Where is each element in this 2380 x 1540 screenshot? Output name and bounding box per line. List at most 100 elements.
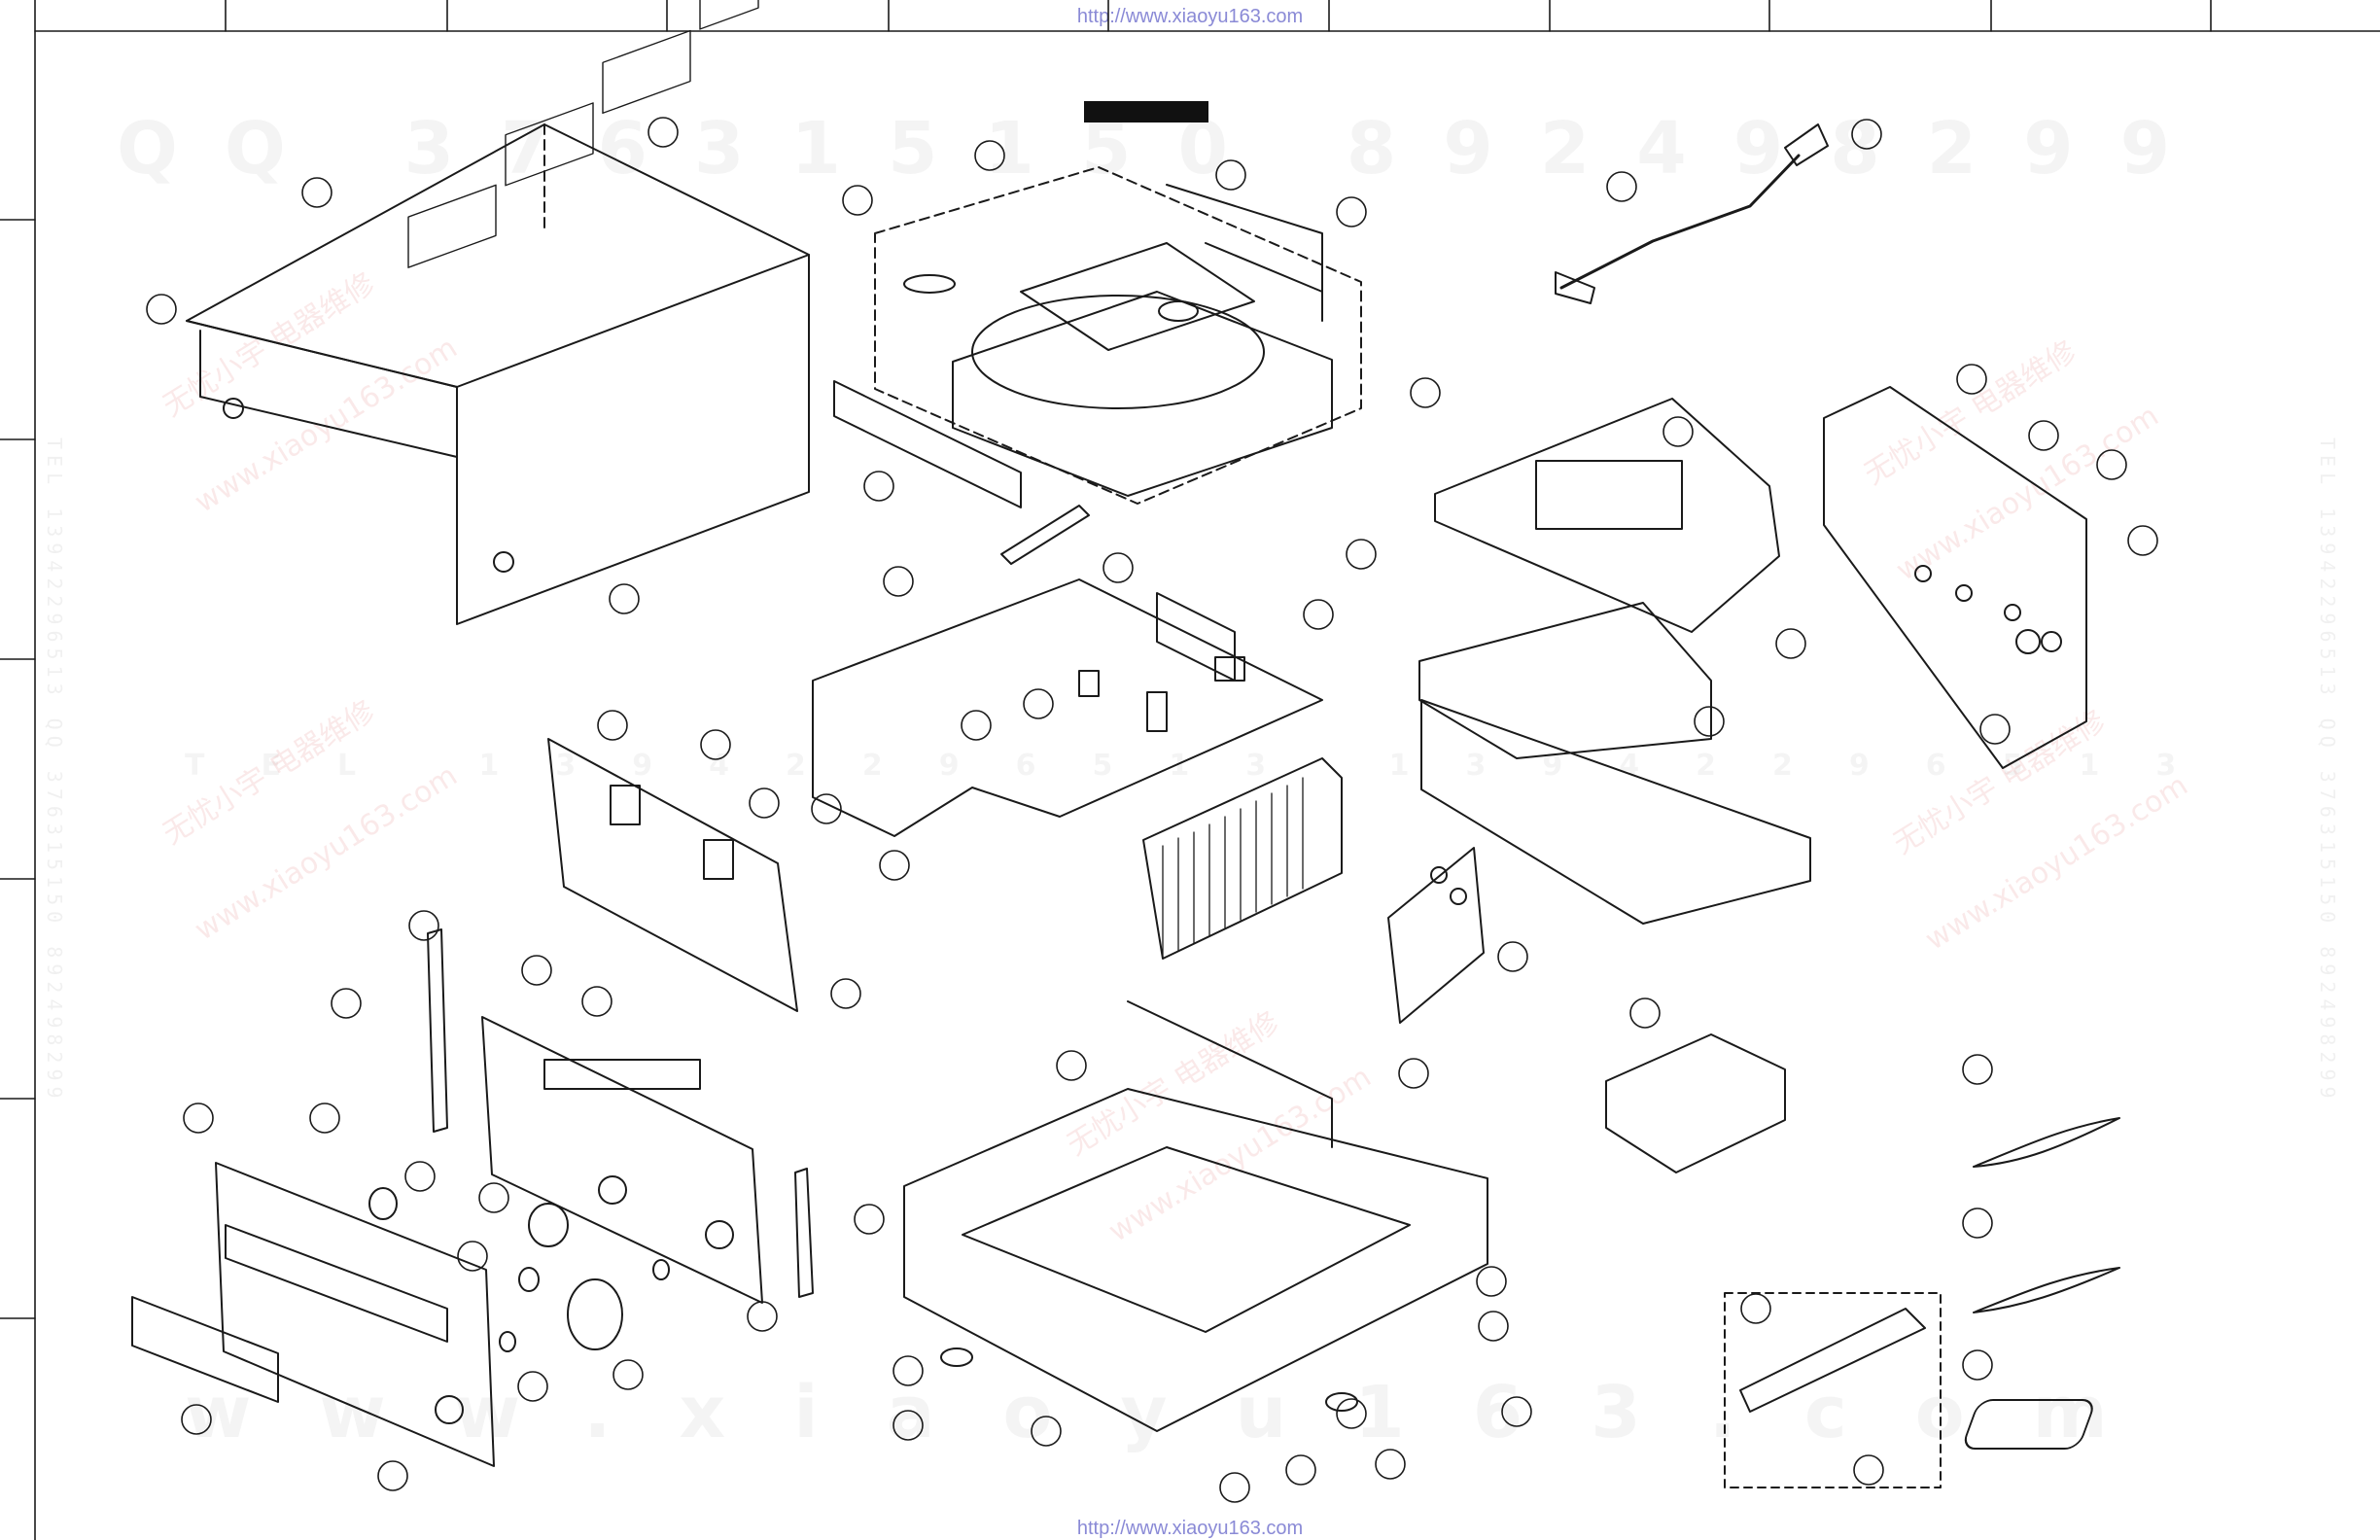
side-bracket-right	[794, 1168, 814, 1298]
callout	[1215, 159, 1246, 191]
top-cover	[186, 0, 810, 625]
callout	[2096, 449, 2127, 480]
main-board	[812, 578, 1323, 837]
callout	[581, 986, 612, 1017]
callout	[1775, 628, 1806, 659]
callout	[1962, 1208, 1993, 1239]
callout	[517, 1371, 548, 1402]
knobs	[368, 1187, 670, 1352]
remote-control	[1724, 1292, 1942, 1488]
feet	[940, 1348, 1358, 1412]
callout	[457, 1241, 488, 1272]
callout	[1956, 364, 1987, 395]
callout	[961, 710, 992, 741]
bottom-chassis	[903, 1000, 1488, 1432]
watermark-side-left: TEL 13942296513 QQ 376315150 892498299	[43, 438, 66, 1104]
callout	[1102, 552, 1134, 583]
callout	[309, 1102, 340, 1134]
callout	[521, 955, 552, 986]
callout	[747, 1301, 778, 1332]
cd-mechanism	[874, 166, 1362, 505]
callout	[883, 566, 914, 597]
callout	[478, 1182, 509, 1213]
callout	[408, 910, 439, 941]
callout	[181, 1404, 212, 1435]
rear-panel	[1823, 386, 2087, 769]
callout	[1346, 539, 1377, 570]
callout	[183, 1102, 214, 1134]
callout	[700, 729, 731, 760]
callout	[1853, 1454, 1884, 1486]
callout	[863, 471, 894, 502]
callout	[404, 1161, 436, 1192]
callout	[1031, 1416, 1062, 1447]
callout	[1285, 1454, 1316, 1486]
callout	[1478, 1311, 1509, 1342]
callout	[612, 1359, 644, 1390]
callout	[1497, 941, 1528, 972]
display-filter	[131, 1296, 279, 1403]
callout	[1410, 377, 1441, 408]
am-antenna-cable	[1973, 1267, 2120, 1313]
callout	[1979, 714, 2011, 745]
callout	[2127, 525, 2158, 556]
watermark-side-right: TEL 13942296513 QQ 376315150 892498299	[2316, 438, 2339, 1104]
callout	[1336, 1398, 1367, 1429]
footer-url[interactable]: http://www.xiaoyu163.com	[1076, 1518, 1304, 1539]
header-url[interactable]: http://www.xiaoyu163.com	[1076, 6, 1304, 27]
fm-antenna-cable	[1973, 1117, 2120, 1168]
callout	[2028, 420, 2059, 451]
callout	[854, 1204, 885, 1235]
watermark-mid: TEL 13942296513 13942296513	[185, 749, 2232, 783]
callout	[974, 140, 1005, 171]
power-bracket	[1420, 699, 1811, 925]
heat-sink	[1142, 757, 1343, 960]
callout	[597, 710, 628, 741]
callout	[1398, 1058, 1429, 1089]
front-sub-board	[547, 738, 798, 1012]
callout	[1375, 1449, 1406, 1480]
callout	[1303, 599, 1334, 630]
power-transformer	[1418, 398, 1780, 759]
speaker-terminal-board	[1387, 847, 1485, 1024]
callout	[146, 294, 177, 325]
drive-belt	[903, 274, 956, 294]
callout	[1740, 1293, 1771, 1324]
ac-power-cord	[1555, 123, 1829, 304]
callout	[1056, 1050, 1087, 1081]
callouts	[146, 117, 2158, 1503]
watermark-bottom: www.xiaoyu163.com	[185, 1371, 2176, 1454]
callout	[879, 850, 910, 881]
blacked-out-title	[1084, 101, 1208, 122]
flat-cable	[1000, 505, 1090, 565]
callout	[1629, 998, 1661, 1029]
callout	[1023, 688, 1054, 719]
callout	[1962, 1054, 1993, 1085]
callout	[1962, 1349, 1993, 1381]
callout	[331, 988, 362, 1019]
callout	[1606, 171, 1637, 202]
callout	[811, 793, 842, 824]
callout	[648, 117, 679, 148]
tray-panel	[833, 380, 1022, 508]
callout	[842, 185, 873, 216]
callout	[1694, 706, 1725, 737]
front-escutcheon	[215, 1162, 495, 1467]
callout	[749, 788, 780, 819]
callout	[1219, 1472, 1250, 1503]
callout	[377, 1460, 408, 1491]
side-bracket-left	[427, 928, 448, 1133]
front-panel	[481, 1016, 763, 1304]
callout	[1501, 1396, 1532, 1427]
callout	[301, 177, 332, 208]
callout	[1662, 416, 1694, 447]
callout	[892, 1410, 924, 1441]
tuner-module	[1605, 1033, 1786, 1173]
callout	[609, 583, 640, 614]
callout	[830, 978, 861, 1009]
callout	[1476, 1266, 1507, 1297]
callout	[1851, 119, 1882, 150]
callout	[892, 1355, 924, 1386]
